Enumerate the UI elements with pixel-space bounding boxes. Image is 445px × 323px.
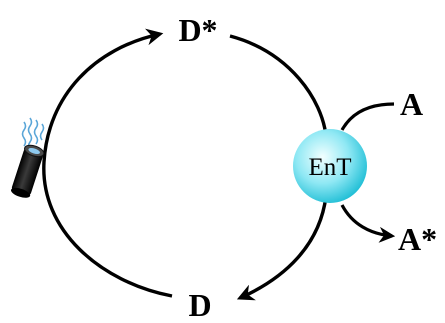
- ent-sphere: [293, 129, 367, 203]
- acceptor-in-curve: [340, 102, 395, 131]
- acceptor-out-curve: [340, 204, 396, 243]
- donor-ground-label: D: [188, 287, 211, 323]
- donor-excited-label: D*: [178, 12, 217, 48]
- ent-label: EnT: [308, 154, 351, 181]
- acceptor-label: A: [400, 86, 423, 122]
- led-light-icon: [10, 117, 45, 198]
- ent-to-donor-arc: [236, 195, 328, 301]
- donor-to-ent-arc: [229, 34, 328, 137]
- excitation-arc: [42, 28, 173, 298]
- acceptor-excited-label: A*: [398, 221, 437, 257]
